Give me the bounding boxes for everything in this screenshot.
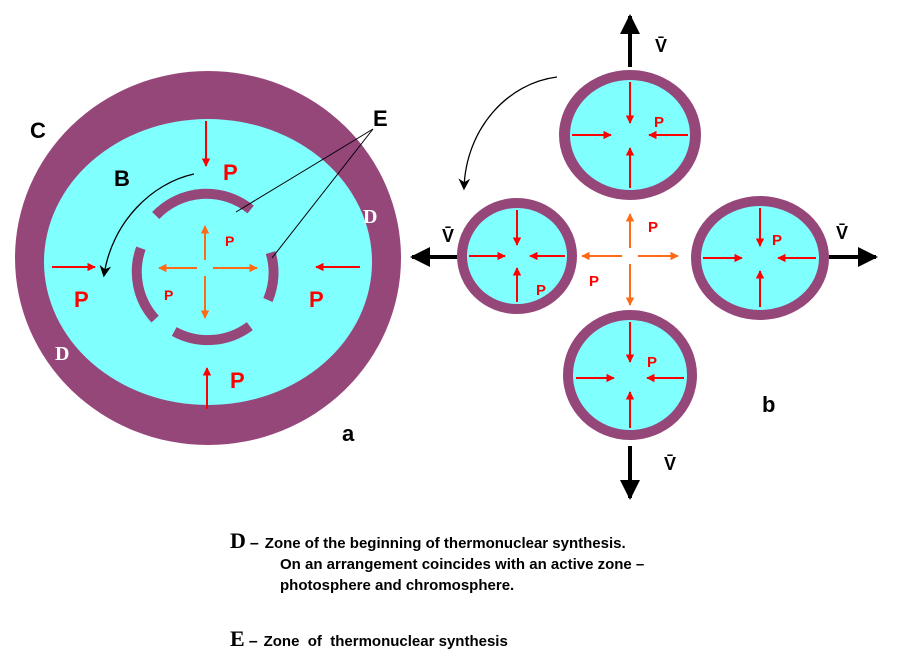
zone-e-arc-bottom <box>171 322 253 346</box>
legend-e-text: Zone of thermonuclear synthesis <box>263 633 508 650</box>
rotation-arrow-a <box>99 173 195 278</box>
cell-right: P <box>691 196 829 320</box>
legend-d-line2: On an arrangement coincides with an acti… <box>280 556 645 573</box>
cell-left: P <box>457 198 577 314</box>
panel-a-label: a <box>342 421 355 446</box>
legend-e: E–Zone of thermonuclear synthesis <box>230 628 508 652</box>
panel-a: C B E D D P P P P P P a <box>15 71 401 446</box>
label-e: E <box>373 106 388 131</box>
velocity-arrows <box>410 14 878 500</box>
p-label-left-cell: P <box>536 282 546 299</box>
zone-e-arc-right <box>263 251 279 302</box>
label-d-right: D <box>363 206 377 228</box>
p-label-top-cell: P <box>654 114 664 131</box>
legend-d-key: D <box>230 528 246 553</box>
p-label-inner-top: P <box>225 233 234 249</box>
v-label-right: V̄ <box>836 223 848 243</box>
legend-d: D–Zone of the beginning of thermonuclear… <box>230 530 644 596</box>
rotation-arrow-b <box>458 76 558 191</box>
p-label-right-cell: P <box>772 232 782 249</box>
p-label-top: P <box>223 160 238 185</box>
cell-top: P <box>559 70 701 200</box>
legend-d-line1: Zone of the beginning of thermonuclear s… <box>264 535 626 552</box>
panel-b-label: b <box>762 392 775 417</box>
legend-e-key: E <box>230 626 245 651</box>
label-d-left: D <box>55 343 69 365</box>
zone-e-arc-left <box>131 246 159 323</box>
legend-e-dash: – <box>248 633 258 650</box>
pressure-arrows-a <box>52 121 360 409</box>
expansion-arrows-a <box>158 225 258 319</box>
zone-e-arc-top <box>152 188 254 220</box>
p-label-left: P <box>74 287 89 312</box>
legend-d-dash: – <box>249 535 259 552</box>
label-b: B <box>114 166 130 191</box>
v-label-bottom: V̄ <box>664 454 676 474</box>
expansion-arrows-b <box>581 213 679 306</box>
label-c: C <box>30 118 46 143</box>
zone-e-pointers <box>235 128 374 259</box>
p-label-center-left: P <box>589 273 599 290</box>
zone-e-arcs <box>131 188 279 346</box>
p-label-bottom: P <box>230 368 245 393</box>
p-label-inner-left: P <box>164 287 173 303</box>
v-label-left: V̄ <box>442 226 454 246</box>
v-label-top: V̄ <box>655 36 667 56</box>
p-label-right: P <box>309 287 324 312</box>
p-label-bottom-cell: P <box>647 354 657 371</box>
inner-zone-b <box>44 119 372 405</box>
legend-d-line3: photosphere and chromosphere. <box>280 577 515 594</box>
cell-bottom: P <box>563 310 697 440</box>
p-label-center-top: P <box>648 219 658 236</box>
panel-b: P P P <box>410 14 878 500</box>
